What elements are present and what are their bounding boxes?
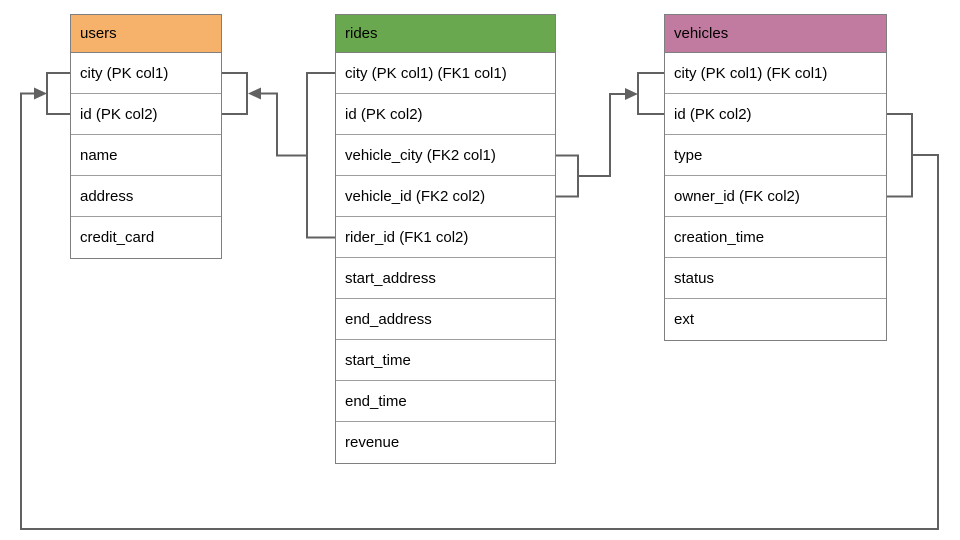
connector-elbow — [260, 92, 307, 157]
rides-row-end-address: end_address — [336, 299, 555, 340]
rides-right-bracket — [554, 154, 579, 198]
vehicles-row-status: status — [665, 258, 886, 299]
rides-row-city: city (PK col1) (FK1 col1) — [336, 53, 555, 94]
connector-rides-to-vehicles — [554, 72, 664, 198]
rides-row-revenue: revenue — [336, 422, 555, 463]
table-vehicles: vehicles city (PK col1) (FK col1) id (PK… — [664, 14, 887, 341]
rides-row-vehicle-id: vehicle_id (FK2 col2) — [336, 176, 555, 217]
rides-row-rider-id: rider_id (FK1 col2) — [336, 217, 555, 258]
vehicles-row-ext: ext — [665, 299, 886, 340]
table-users: users city (PK col1) id (PK col2) name a… — [70, 14, 222, 259]
rides-row-end-time: end_time — [336, 381, 555, 422]
table-rides: rides city (PK col1) (FK1 col1) id (PK c… — [335, 14, 556, 464]
rides-row-id: id (PK col2) — [336, 94, 555, 135]
vehicles-left-bracket — [637, 72, 664, 115]
users-row-id: id (PK col2) — [71, 94, 221, 135]
vehicles-row-creation-time: creation_time — [665, 217, 886, 258]
users-row-name: name — [71, 135, 221, 176]
arrowhead-to-users — [248, 87, 261, 100]
rides-row-start-time: start_time — [336, 340, 555, 381]
arrowhead-to-vehicles — [625, 88, 638, 100]
rides-left-bracket — [306, 72, 335, 239]
rides-row-vehicle-city: vehicle_city (FK2 col1) — [336, 135, 555, 176]
users-left-bracket — [46, 72, 70, 115]
vehicles-row-type: type — [665, 135, 886, 176]
table-users-header: users — [71, 15, 221, 53]
users-row-address: address — [71, 176, 221, 217]
table-vehicles-header: vehicles — [665, 15, 886, 53]
table-rides-header: rides — [336, 15, 555, 53]
vehicles-row-owner-id: owner_id (FK col2) — [665, 176, 886, 217]
rides-row-start-address: start_address — [336, 258, 555, 299]
users-right-bracket — [220, 72, 248, 115]
arrowhead-to-users-left — [34, 87, 47, 100]
vehicles-row-id: id (PK col2) — [665, 94, 886, 135]
connector-rides-to-users — [220, 72, 335, 239]
connector-elbow — [578, 93, 626, 177]
vehicles-right-bracket — [885, 113, 913, 198]
connector-loop — [20, 92, 939, 530]
vehicles-row-city: city (PK col1) (FK col1) — [665, 53, 886, 94]
users-row-credit-card: credit_card — [71, 217, 221, 258]
users-row-city: city (PK col1) — [71, 53, 221, 94]
connector-vehicles-to-users — [20, 72, 939, 530]
